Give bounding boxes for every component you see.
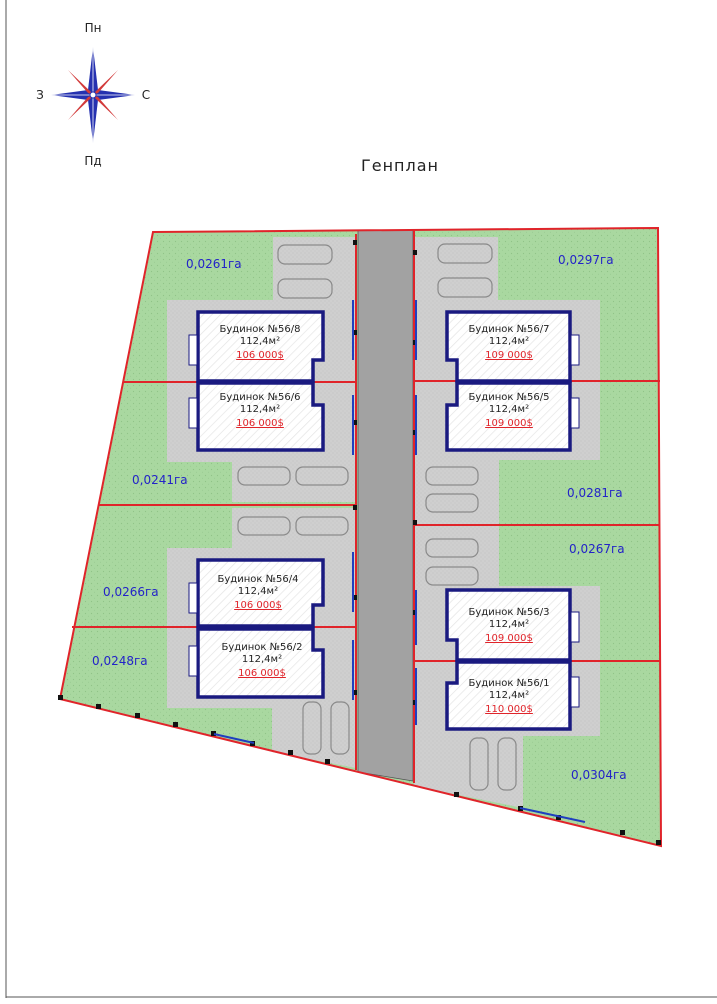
house-name: Будинок №56/6 (220, 392, 301, 403)
house-size: 112,4м² (240, 336, 280, 347)
compass-south-label: Пд (84, 154, 101, 168)
house-size: 112,4м² (242, 654, 282, 665)
house-price: 106 000$ (238, 668, 286, 679)
house-labels: Будинок №56/8 112,4м² 106 000$ Будинок №… (218, 324, 550, 715)
house-name: Будинок №56/1 (469, 678, 550, 689)
house-name: Будинок №56/2 (222, 642, 303, 653)
plot-area-label: 0,0281га (567, 486, 623, 500)
house-price: 109 000$ (485, 633, 533, 644)
plot-area-label: 0,0266га (103, 585, 159, 599)
house-price: 109 000$ (485, 418, 533, 429)
plot-boundaries (58, 226, 663, 848)
compass-rose-icon (51, 47, 135, 143)
compass-east-label: С (142, 88, 150, 102)
house-price: 106 000$ (236, 350, 284, 361)
plot-area-label: 0,0241га (132, 473, 188, 487)
plot-area-label: 0,0297га (558, 253, 614, 267)
central-road (357, 229, 414, 782)
parked-cars (237, 243, 517, 791)
plot-area-label: 0,0267га (569, 542, 625, 556)
house-footprints (188, 310, 580, 731)
house-size: 112,4м² (489, 404, 529, 415)
house-price: 109 000$ (485, 350, 533, 361)
house-price: 110 000$ (485, 704, 533, 715)
house-name: Будинок №56/3 (469, 607, 550, 618)
house-name: Будинок №56/8 (220, 324, 301, 335)
plot-area-labels: 0,0261га 0,0241га 0,0266га 0,0248га 0,02… (92, 253, 627, 782)
house-name: Будинок №56/5 (469, 392, 550, 403)
house-name: Будинок №56/4 (218, 574, 299, 585)
house-name: Будинок №56/7 (469, 324, 550, 335)
plot-area-label: 0,0261га (186, 257, 242, 271)
house-size: 112,4м² (489, 690, 529, 701)
compass-west-label: З (36, 88, 44, 102)
house-size: 112,4м² (238, 586, 278, 597)
compass-north-label: Пн (85, 21, 102, 35)
house-price: 106 000$ (234, 600, 282, 611)
plot-area-label: 0,0248га (92, 654, 148, 668)
plot-area-label: 0,0304га (571, 768, 627, 782)
house-size: 112,4м² (489, 336, 529, 347)
house-size: 112,4м² (489, 619, 529, 630)
house-price: 106 000$ (236, 418, 284, 429)
page-title: Генплан (361, 156, 439, 175)
house-size: 112,4м² (240, 404, 280, 415)
gates (213, 300, 586, 823)
